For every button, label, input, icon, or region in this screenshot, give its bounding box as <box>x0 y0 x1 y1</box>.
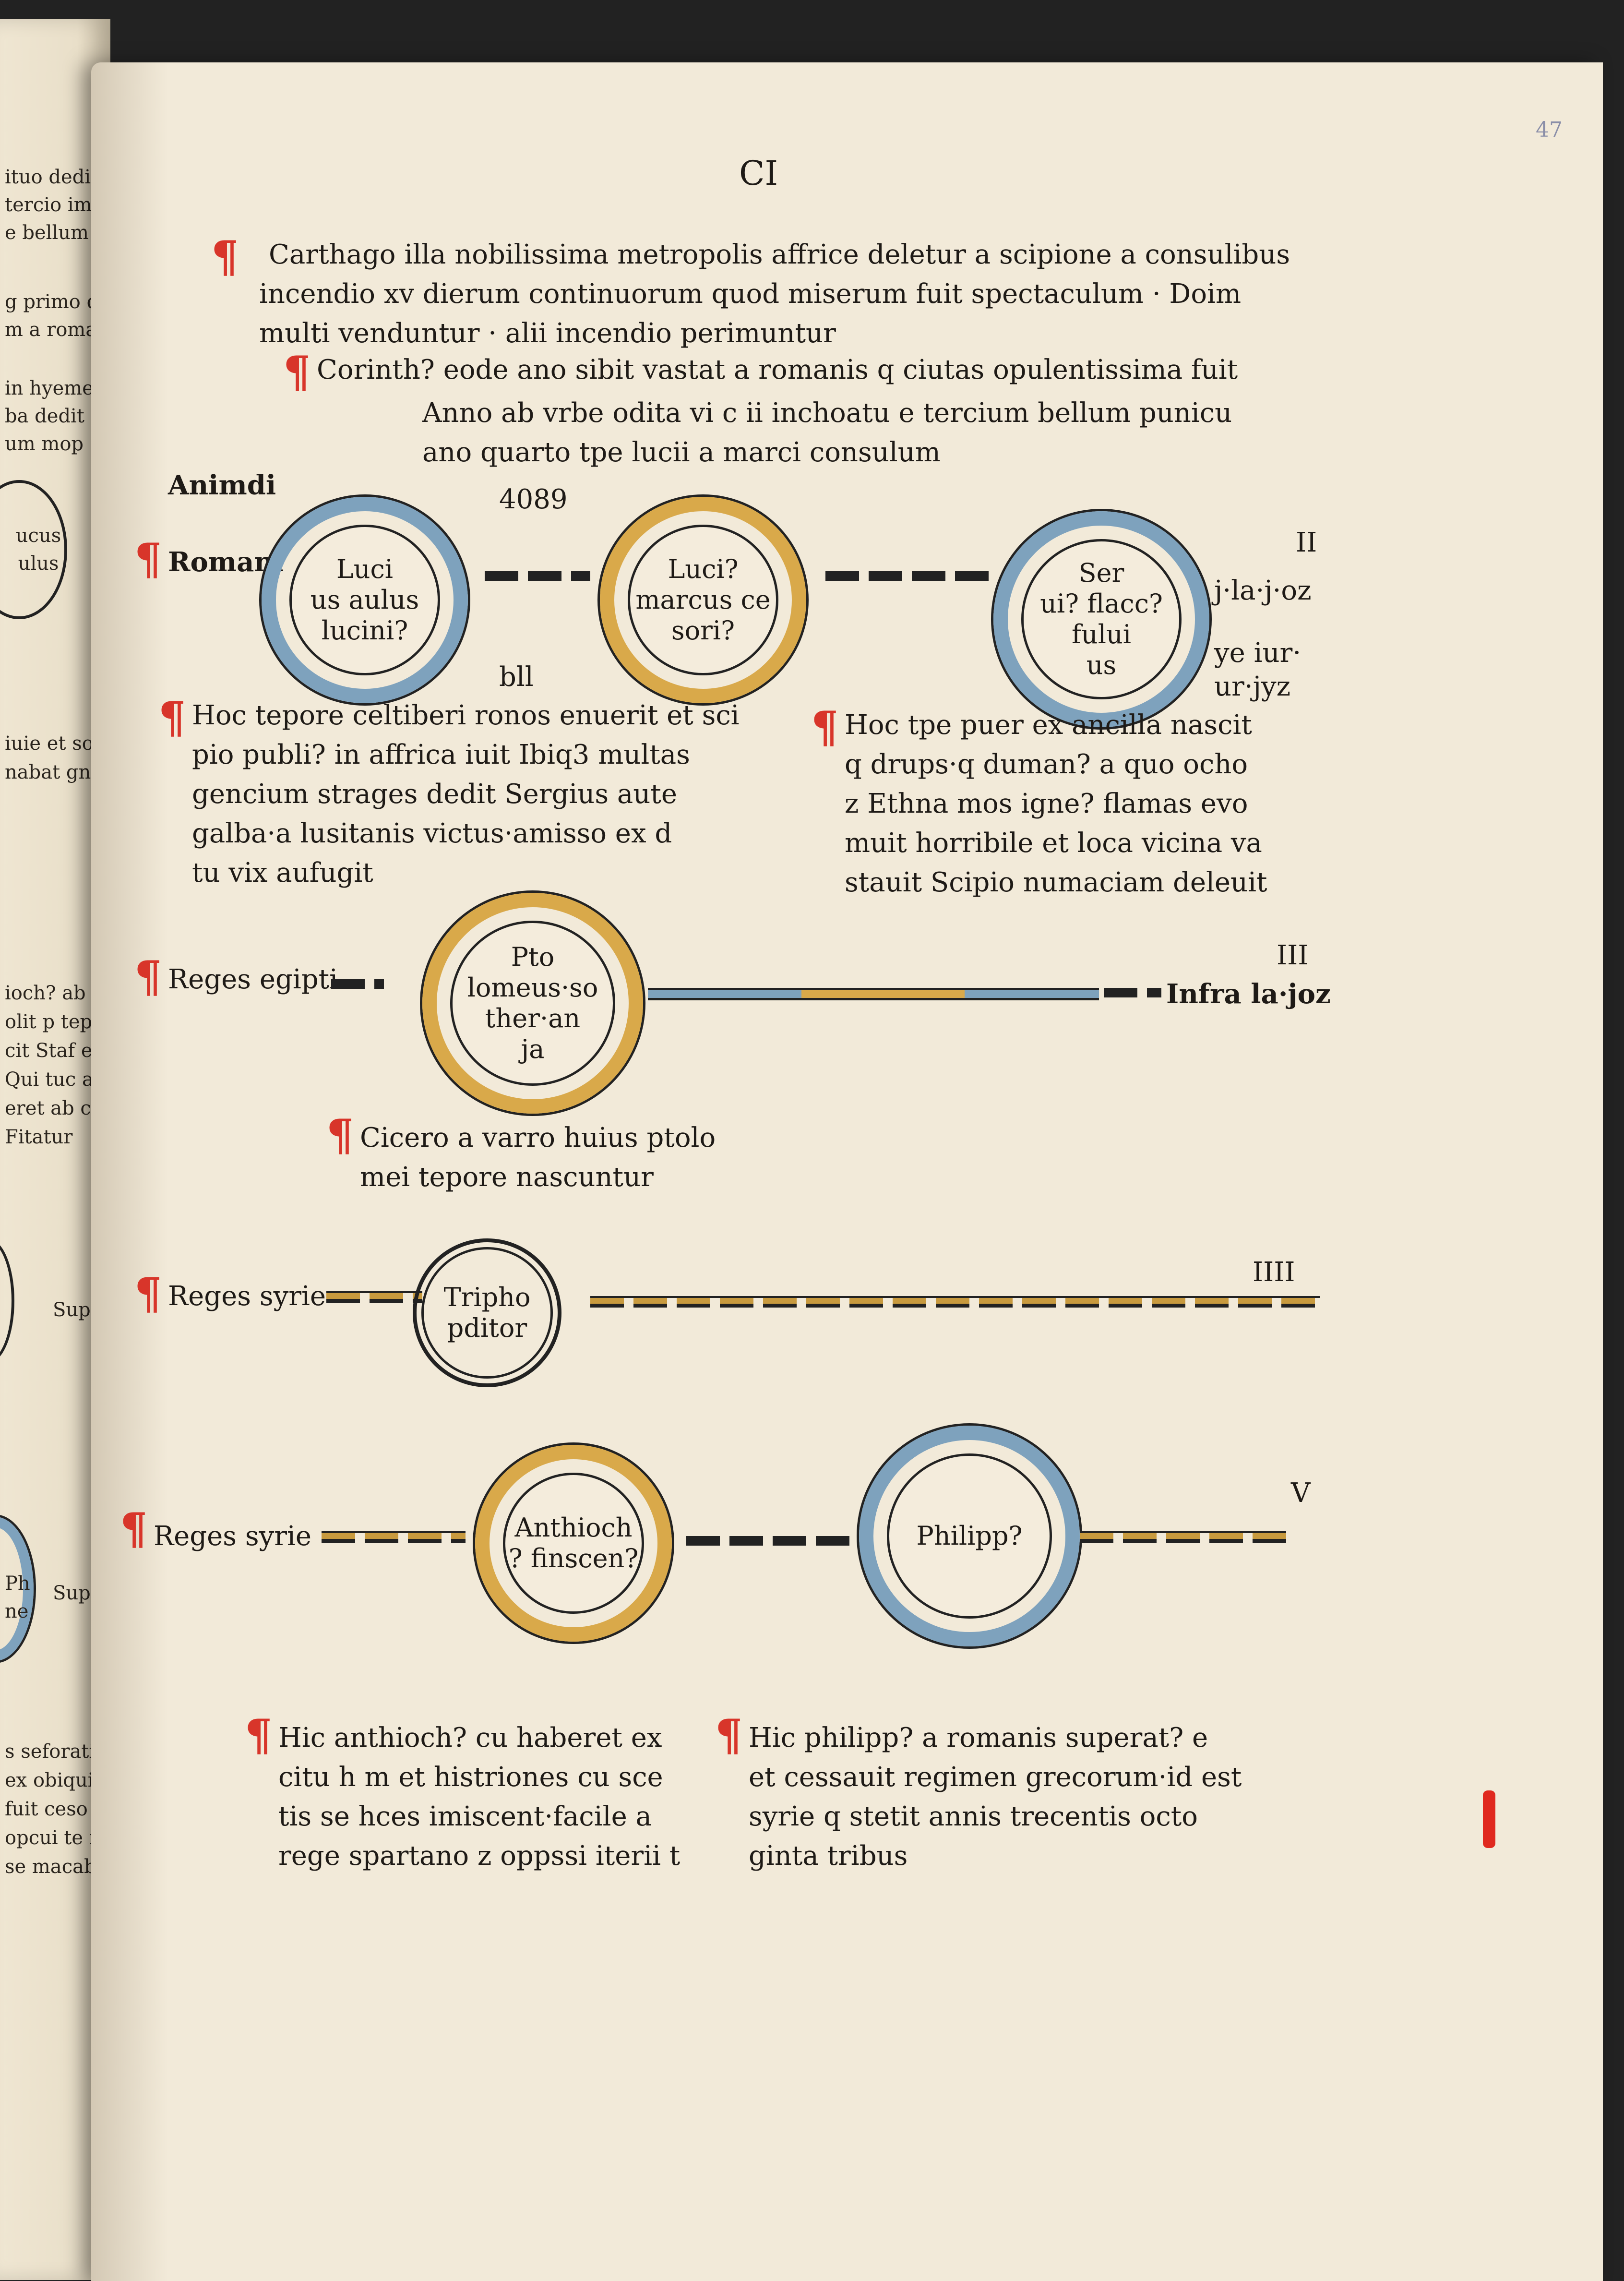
note-line: tis se hces imiscent·facile a <box>278 1801 652 1832</box>
ruler-name: Luci? marcus ce sori? <box>635 554 771 646</box>
ruler-circle: Pto lomeus·so ther·an ja <box>422 893 643 1114</box>
note-line: citu h m et histriones cu sce <box>278 1762 663 1793</box>
row-label-syria: Reges syrie <box>154 1521 312 1552</box>
anno-text: ano quarto tpe lucii a marci consulum <box>422 437 941 468</box>
ruler-name: Tripho pditor <box>443 1282 531 1343</box>
roman-numeral: III <box>1277 940 1309 971</box>
succession-line <box>1080 1531 1286 1543</box>
prev-circle: ucus ulus <box>0 480 67 619</box>
note-line: syrie q stetit annis trecentis octo <box>749 1801 1198 1832</box>
below-number: bll <box>499 661 534 693</box>
roman-numeral: V <box>1291 1477 1311 1509</box>
prev-circle-text: Ph ne <box>5 1573 30 1622</box>
pilcrow-icon: ¶ <box>134 951 162 1002</box>
succession-line <box>485 571 590 581</box>
note-line: galba·a lusitanis victus·amisso ex d <box>192 818 672 849</box>
text-line: Carthago illa nobilissima metropolis aff… <box>269 239 1290 270</box>
red-ink-mark <box>1483 1790 1495 1848</box>
note-line: Cicero a varro huius ptolo <box>360 1122 716 1153</box>
row-label-egypt: Reges egipti <box>168 964 338 995</box>
prev-circle-text: ucus ulus <box>15 525 61 575</box>
pilcrow-icon: ¶ <box>715 1710 743 1761</box>
text-line: incendio xv dierum continuorum quod mise… <box>259 278 1242 310</box>
roman-numeral: II <box>1296 527 1317 558</box>
ruler-circle: Tripho pditor <box>413 1238 561 1387</box>
prev-line: um mop <box>5 433 84 455</box>
note-line: Hoc tpe puer ex ancilla nascit <box>845 709 1252 741</box>
row-label-romani: Romani <box>168 546 284 578</box>
note-line: z Ethna mos igne? flamas evo <box>845 788 1248 819</box>
pilcrow-icon: ¶ <box>811 702 839 753</box>
succession-line <box>322 1531 466 1543</box>
ruler-circle: Ser ui? flacc? fului us <box>993 511 1209 727</box>
pilcrow-icon: ¶ <box>245 1710 273 1761</box>
ruler-circle: Anthioch ? finscen? <box>475 1445 672 1642</box>
succession-line <box>1104 988 1161 997</box>
reign-years: j·la·j·oz <box>1214 575 1312 606</box>
corner-mark: 47 <box>1536 118 1563 142</box>
prev-line: ex obiqui <box>5 1769 94 1791</box>
pilcrow-icon: ¶ <box>326 1110 354 1161</box>
ruler-circle: Luci us aulus lucini? <box>262 497 468 703</box>
prev-line: g primo d <box>5 291 99 313</box>
pilcrow-icon: ¶ <box>283 347 311 397</box>
anni-mundi-label: Animdi <box>168 469 276 501</box>
row-label-syria: Reges syrie <box>168 1281 326 1312</box>
prev-line: s seforatio <box>5 1741 107 1763</box>
succession-bar-gold <box>801 988 965 1000</box>
note-line: tu vix aufugit <box>192 857 373 888</box>
year-number: 4089 <box>499 484 568 515</box>
note-line: Hic anthioch? cu haberet ex <box>278 1722 662 1753</box>
pilcrow-icon: ¶ <box>120 1503 148 1554</box>
prev-line: tercio imp <box>5 194 105 216</box>
prev-line: nabat gno <box>5 761 103 783</box>
succession-bar-blue <box>648 988 801 1000</box>
ruler-circle: Luci? marcus ce sori? <box>600 497 806 703</box>
note-line: muit horribile et loca vicina va <box>845 828 1262 859</box>
note-line: stauit Scipio numaciam deleuit <box>845 867 1267 898</box>
ruler-name: Anthioch ? finscen? <box>508 1513 639 1573</box>
prev-line: iuie et so <box>5 732 94 755</box>
note-line: rege spartano z oppssi iterii t <box>278 1840 681 1872</box>
pilcrow-icon: ¶ <box>134 534 162 585</box>
reign-years: ur·jyz <box>1214 671 1291 702</box>
ruler-name: Philipp? <box>916 1521 1023 1551</box>
ruler-name: Ser ui? flacc? fului us <box>1040 558 1163 680</box>
infra-label: Infra la·joz <box>1166 978 1331 1010</box>
prev-line: Fitatur <box>5 1126 73 1148</box>
reign-years: ye iur· <box>1214 637 1302 669</box>
note-line: pio publi? in affrica iuit Ibiq3 multas <box>192 739 690 770</box>
succession-line <box>686 1536 849 1546</box>
ruler-circle: Philipp? <box>859 1426 1080 1646</box>
succession-bar-blue <box>965 988 1099 1000</box>
pilcrow-icon: ¶ <box>158 692 186 743</box>
prev-circle <box>0 1238 14 1363</box>
ruler-name: Luci us aulus lucini? <box>310 554 419 646</box>
succession-line <box>825 571 989 581</box>
note-line: gencium strages dedit Sergius aute <box>192 779 678 810</box>
note-line: et cessauit regimen grecorum·id est <box>749 1762 1242 1793</box>
prev-line: olit p tepa <box>5 1011 104 1033</box>
ruler-name: Pto lomeus·so ther·an ja <box>467 942 598 1064</box>
succession-line <box>326 1291 422 1303</box>
prev-line: ba dedit <box>5 405 84 427</box>
note-line: Hoc tepore celtiberi ronos enuerit et sc… <box>192 700 740 731</box>
succession-line <box>590 1296 1320 1308</box>
succession-line <box>331 979 384 989</box>
pilcrow-icon: ¶ <box>134 1268 162 1319</box>
note-line: ginta tribus <box>749 1840 908 1872</box>
main-page: CI 47 ¶ Carthago illa nobilissima metrop… <box>91 62 1603 2281</box>
roman-numeral: IIII <box>1253 1257 1295 1288</box>
note-line: Hic philipp? a romanis superat? e <box>749 1722 1208 1753</box>
corinth-text: Corinth? eode ano sibit vastat a romanis… <box>317 354 1238 385</box>
note-line: mei tepore nascuntur <box>360 1162 654 1193</box>
anno-text: Anno ab vrbe odita vi c ii inchoatu e te… <box>422 397 1232 429</box>
text-line: multi venduntur · alii incendio perimunt… <box>259 318 836 349</box>
pilcrow-icon: ¶ <box>211 231 239 282</box>
folio-number: CI <box>739 154 778 193</box>
note-line: q drups·q duman? a quo ocho <box>845 749 1248 780</box>
prev-line: in hyeme <box>5 377 94 399</box>
